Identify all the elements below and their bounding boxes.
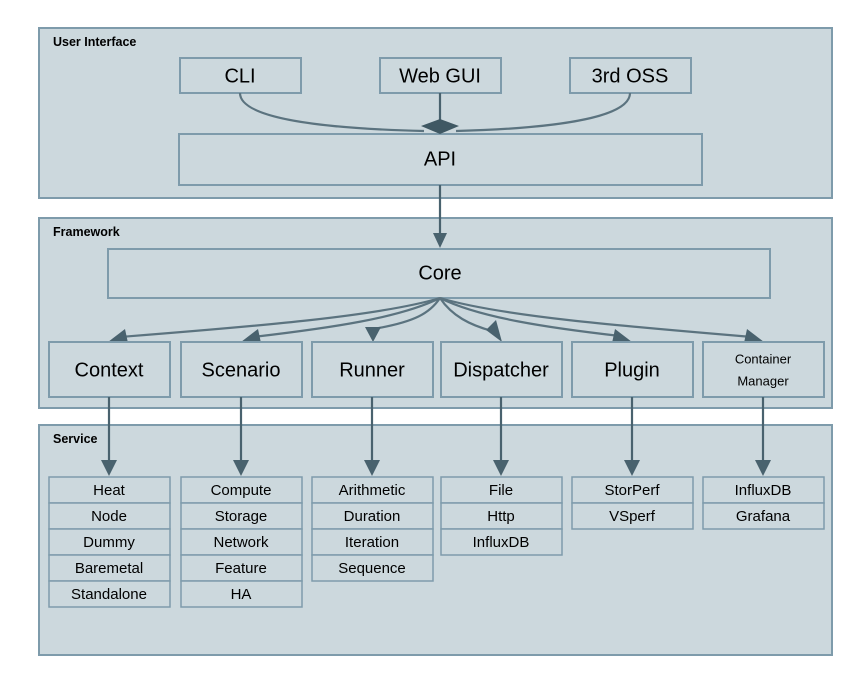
service-item[interactable] <box>440 528 563 556</box>
service-group-scenario-services: Compute Storage Network Feature HA <box>180 476 303 608</box>
service-group-context-services: Heat Node Dummy Baremetal Standalone <box>48 476 171 608</box>
service-group-dispatcher-services: File Http InfluxDB <box>440 476 563 556</box>
edge-core-to-plugin-arrowhead <box>612 329 632 343</box>
panel-service <box>38 424 833 656</box>
node-container-manager-label-line2: Manager <box>737 373 789 388</box>
service-item[interactable] <box>440 476 563 504</box>
service-item[interactable] <box>48 476 171 504</box>
service-item[interactable] <box>180 502 303 530</box>
edge-scenario-services-arrowhead <box>233 460 249 476</box>
service-item-label: Heat <box>93 482 126 499</box>
service-group-runner-services: Arithmetic Duration Iteration Sequence <box>311 476 434 582</box>
layer-service: Service Heat Node Dummy Baremetal Standa… <box>38 397 833 656</box>
service-item[interactable] <box>180 528 303 556</box>
edge-container-manager-services-arrowhead <box>755 460 771 476</box>
service-item-label: File <box>489 482 513 499</box>
panel-title-framework: Framework <box>53 225 120 239</box>
service-item-label: InfluxDB <box>735 482 792 499</box>
edge-core-to-scenario-arrowhead <box>241 329 261 343</box>
edge-api-to-core-arrowhead <box>433 233 447 248</box>
edge-core-to-runner <box>372 297 441 331</box>
service-item-label: Network <box>213 534 269 551</box>
panel-title-service: Service <box>53 432 98 446</box>
node-plugin-label: Plugin <box>604 359 660 381</box>
service-item[interactable] <box>571 502 694 530</box>
service-item-label: Node <box>91 508 127 525</box>
service-item-label: Dummy <box>83 534 135 551</box>
node-dispatcher[interactable] <box>440 341 563 398</box>
service-item[interactable] <box>311 476 434 504</box>
node-context-label: Context <box>75 359 144 381</box>
edge-merge-marker-api <box>421 119 459 134</box>
edge-core-to-scenario <box>252 297 441 339</box>
node-core-label: Core <box>418 262 461 284</box>
service-item[interactable] <box>48 580 171 608</box>
edge-cli-to-api <box>238 92 425 133</box>
node-container-manager-label-line1: Container <box>735 351 792 366</box>
service-item[interactable] <box>180 554 303 582</box>
node-scenario[interactable] <box>180 341 303 398</box>
edge-dispatcher-services-arrowhead <box>493 460 509 476</box>
service-item-label: VSperf <box>609 508 656 525</box>
edge-runner-services-arrowhead <box>364 460 380 476</box>
service-item[interactable] <box>180 476 303 504</box>
node-core[interactable] <box>107 248 771 299</box>
node-runner-label: Runner <box>339 359 405 381</box>
service-item-label: Baremetal <box>75 560 143 577</box>
node-api-label: API <box>424 148 456 170</box>
node-web-gui-label: Web GUI <box>399 65 481 87</box>
service-group-plugin-services: StorPerf VSperf <box>571 476 694 530</box>
service-group-container-manager-services: InfluxDB Grafana <box>702 476 825 530</box>
service-item-label: Sequence <box>338 560 406 577</box>
edge-core-to-runner-arrowhead <box>365 327 381 342</box>
node-container-manager[interactable] <box>702 341 825 398</box>
service-item-label: Http <box>487 508 515 525</box>
layer-framework: Framework Core Context Scenario Runner <box>38 185 833 409</box>
service-item-label: InfluxDB <box>473 534 530 551</box>
node-cli-label: CLI <box>224 65 255 87</box>
edge-plugin-services-arrowhead <box>624 460 640 476</box>
edge-context-services-arrowhead <box>101 460 117 476</box>
node-runner[interactable] <box>311 341 434 398</box>
layer-user-interface: User Interface CLI Web GUI 3rd OSS API <box>38 27 833 199</box>
service-item-label: Grafana <box>736 508 791 525</box>
service-item[interactable] <box>702 476 825 504</box>
service-item-label: Compute <box>211 482 272 499</box>
service-item[interactable] <box>180 580 303 608</box>
service-item-label: Iteration <box>345 534 399 551</box>
node-third-oss[interactable] <box>569 57 692 94</box>
service-item-label: Duration <box>344 508 401 525</box>
node-scenario-label: Scenario <box>202 359 281 381</box>
edge-core-to-context <box>119 296 441 339</box>
edge-core-to-dispatcher-arrowhead <box>486 320 502 342</box>
service-item-label: StorPerf <box>604 482 660 499</box>
edge-core-to-context-arrowhead <box>108 329 128 343</box>
edge-core-to-container-manager-arrowhead <box>744 329 764 343</box>
service-item-label: Standalone <box>71 586 147 603</box>
service-item-label: Storage <box>215 508 268 525</box>
panel-title-user-interface: User Interface <box>53 35 136 49</box>
service-item[interactable] <box>311 554 434 582</box>
service-item[interactable] <box>48 502 171 530</box>
node-third-oss-label: 3rd OSS <box>592 65 669 87</box>
node-plugin[interactable] <box>571 341 694 398</box>
edge-third-oss-to-api <box>455 92 632 133</box>
service-item-label: Arithmetic <box>339 482 406 499</box>
node-dispatcher-label: Dispatcher <box>453 359 549 381</box>
service-item-label: HA <box>231 586 252 603</box>
service-item-label: Feature <box>215 560 267 577</box>
edge-core-to-dispatcher <box>439 297 493 333</box>
edge-core-to-container-manager <box>439 296 753 339</box>
service-item[interactable] <box>48 528 171 556</box>
edge-core-to-plugin <box>439 297 621 338</box>
service-item[interactable] <box>702 502 825 530</box>
